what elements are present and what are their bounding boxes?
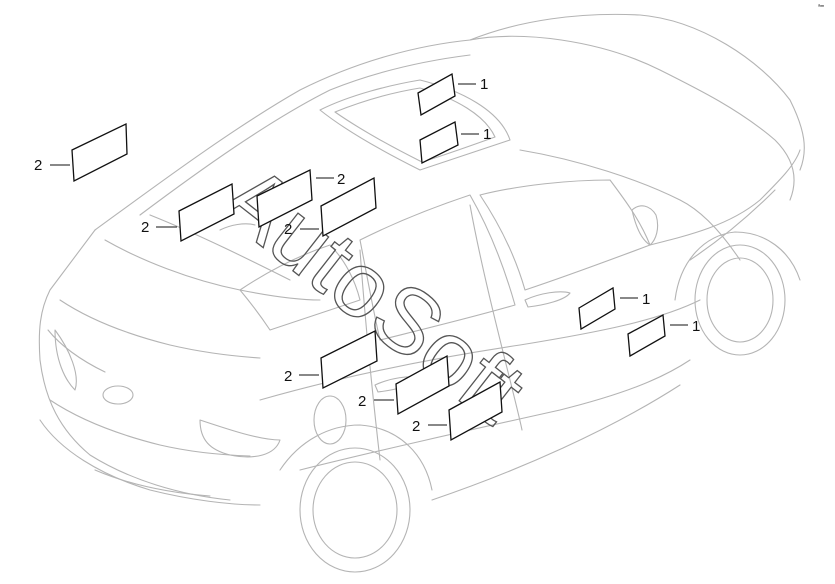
callout-label: 1 — [483, 126, 491, 143]
corner-mark: ᵃ━ — [818, 4, 824, 10]
callout-label: 1 — [692, 318, 700, 335]
pad-roof-left: 2 — [34, 122, 128, 183]
callout-label: 2 — [358, 393, 366, 410]
callout-label: 2 — [284, 368, 292, 385]
pad-front-door-upper: 1 — [578, 286, 650, 331]
callout-label: 2 — [337, 171, 345, 188]
pad-sun-visor-1: 1 — [417, 72, 488, 117]
callout-label: 1 — [480, 76, 488, 93]
callout-label: 2 — [284, 221, 292, 238]
callout-label: 1 — [642, 291, 650, 308]
pad-sun-visor-2: 1 — [419, 120, 491, 165]
callout-label: 2 — [34, 157, 42, 174]
pad-rear-quarter: 2 — [284, 329, 378, 390]
insulation-pads: 1 1 2 2 2 2 — [34, 72, 700, 442]
callout-label: 2 — [412, 418, 420, 435]
pad-front-door-lower: 1 — [627, 313, 700, 358]
pad-rear-door-lower: 2 — [412, 380, 503, 442]
pad-roof-pad-left: 2 — [141, 182, 235, 243]
callout-label: 2 — [141, 219, 149, 236]
pad-roof-mid: 2 — [256, 168, 345, 229]
pad-rear-door: 2 — [358, 354, 450, 416]
pad-roof-pad-right: 2 — [284, 176, 377, 238]
